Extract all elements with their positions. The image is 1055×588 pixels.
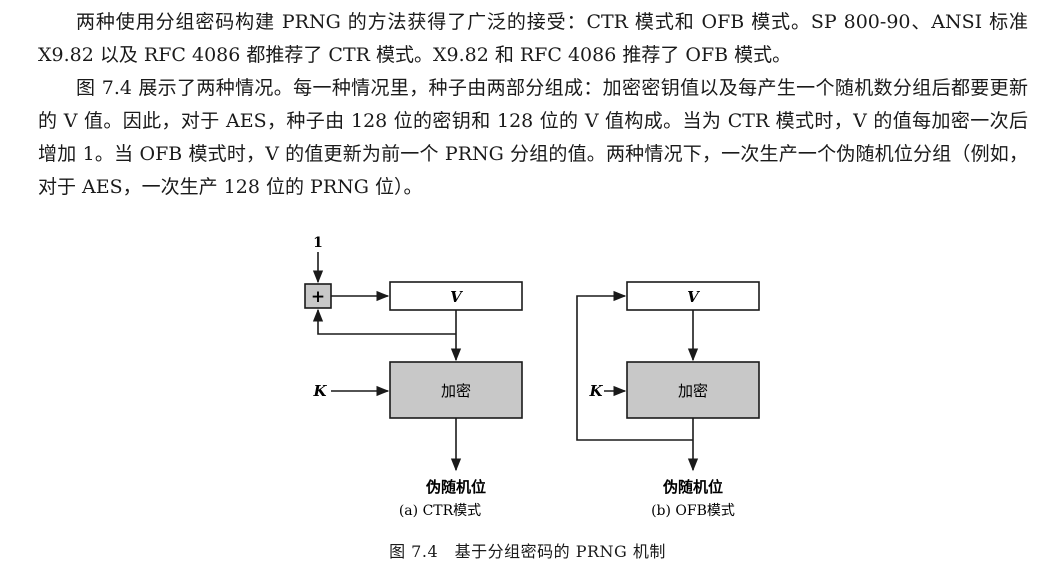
ofb-v-box: [626, 281, 760, 311]
ctr-output-label: 伪随机位: [425, 478, 486, 496]
paragraph-1: 两种使用分组密码构建 PRNG 的方法获得了广泛的接受：CTR 模式和 OFB …: [38, 11, 1028, 66]
ctr-feedback-arrow: [312, 308, 456, 335]
ctr-v-box: [389, 281, 523, 311]
ctr-encrypt-label: 加密: [441, 382, 471, 400]
ofb-v-label: V: [687, 288, 700, 306]
ctr-diagram: 1 + V K 加密 伪随机位 (a) CTR模式: [304, 235, 523, 519]
ofb-feedback-arrow: [576, 290, 693, 441]
ctr-v-label: V: [450, 288, 463, 306]
ofb-encrypt-label: 加密: [678, 382, 708, 400]
ofb-encrypt-box: [626, 361, 760, 419]
paragraph-2: 图 7.4 展示了两种情况。每一种情况里，种子由两部分组成：加密密钥值以及每产生…: [38, 77, 1028, 198]
ctr-encrypt-box: [389, 361, 523, 419]
ctr-adder-symbol: +: [311, 287, 325, 307]
figure-caption: 图 7.4 基于分组密码的 PRNG 机制: [389, 542, 666, 561]
ofb-key-label: K: [588, 382, 603, 400]
ofb-subcaption: (b) OFB模式: [651, 503, 735, 519]
ctr-key-label: K: [312, 382, 327, 400]
ctr-subcaption: (a) CTR模式: [399, 503, 481, 519]
ofb-diagram: V K 加密 伪随机位 (b) OFB模式: [576, 281, 760, 519]
ctr-increment-label: 1: [313, 235, 323, 251]
ctr-adder-box: [304, 283, 332, 309]
ofb-output-label: 伪随机位: [662, 478, 723, 496]
